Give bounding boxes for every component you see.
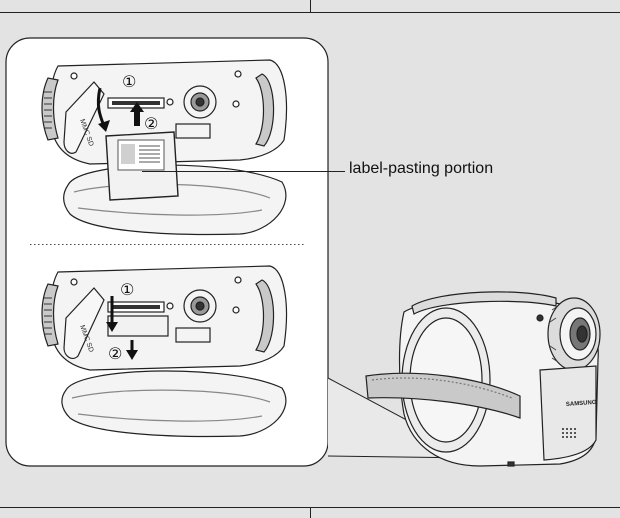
callout-label-pasting-portion: label-pasting portion bbox=[349, 160, 494, 177]
card-slot-cover bbox=[63, 81, 105, 154]
strap bbox=[365, 372, 521, 419]
grip-ridges bbox=[44, 91, 52, 129]
step-marker-2-bottom: ② bbox=[108, 344, 122, 363]
speaker-grille bbox=[562, 428, 576, 438]
hand-strap bbox=[61, 370, 287, 438]
step-marker-1-top: ① bbox=[122, 72, 136, 91]
top-step-arrows bbox=[96, 87, 144, 132]
bottom-step-arrows bbox=[106, 296, 138, 360]
grip-ridges bbox=[44, 297, 52, 335]
top-step-illustration bbox=[41, 59, 288, 236]
memory-card-partial bbox=[107, 315, 169, 337]
brand-logo: SAMSUNG bbox=[566, 400, 597, 408]
card-slot-cover bbox=[63, 287, 105, 360]
step-marker-1-bottom: ① bbox=[120, 280, 134, 299]
step-marker-2-top: ② bbox=[144, 114, 158, 133]
camcorder-side-view bbox=[365, 291, 601, 467]
bottom-step-illustration bbox=[41, 265, 288, 438]
